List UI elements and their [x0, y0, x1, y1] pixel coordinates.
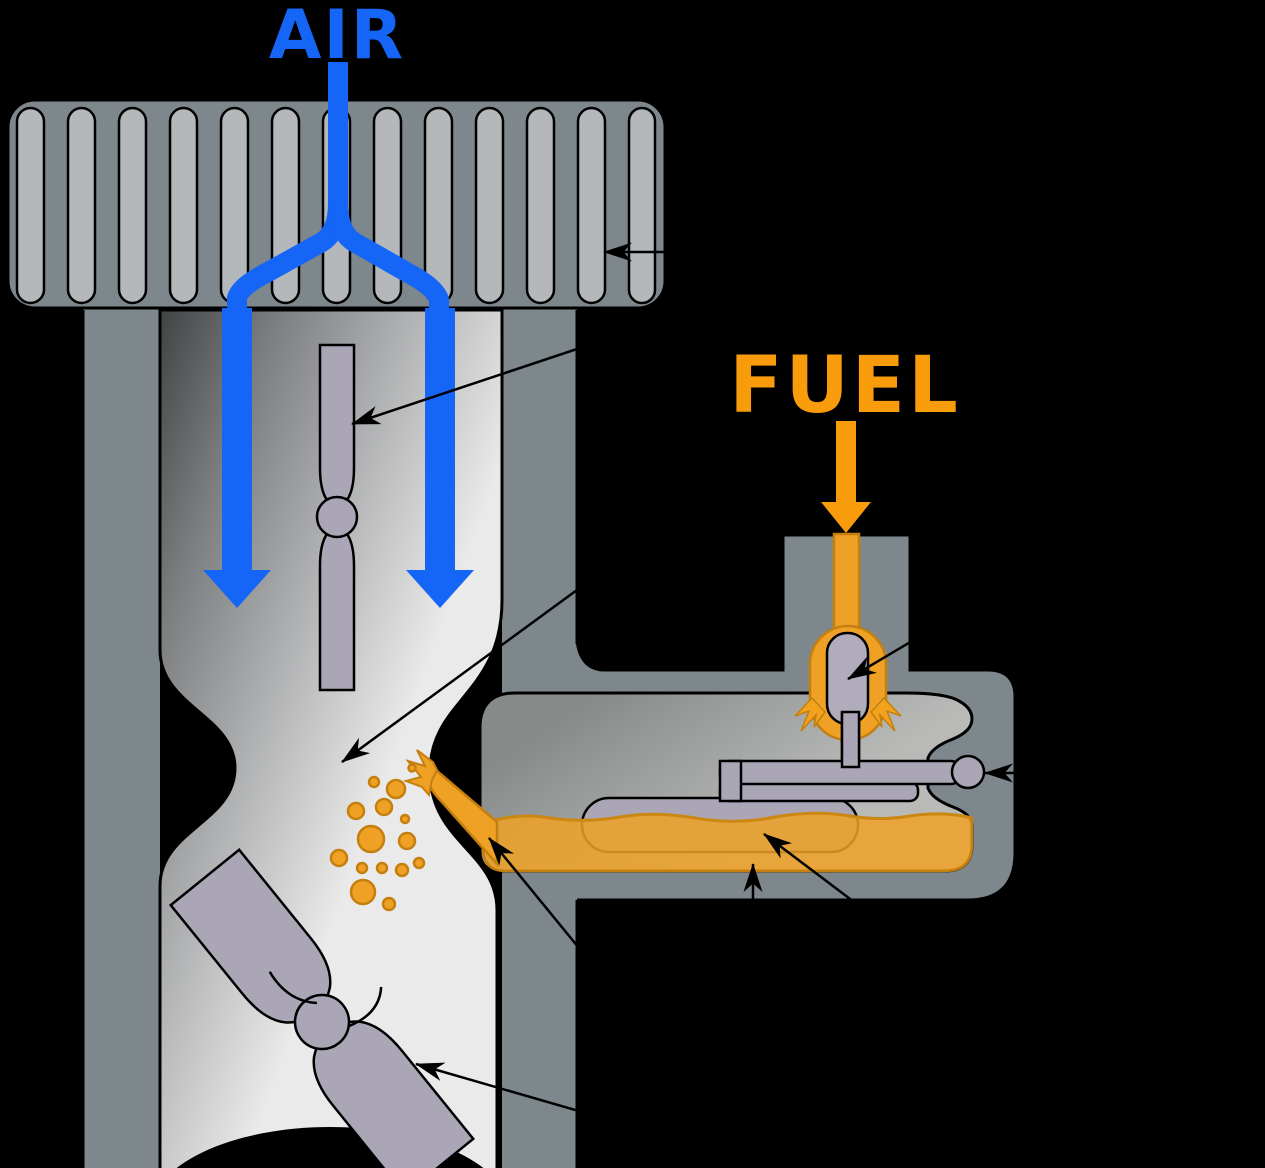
nozzle-splash — [402, 749, 439, 798]
pointer-needle-valve — [847, 575, 1021, 681]
air-arrow-right — [406, 308, 474, 608]
float-lever-upper — [718, 759, 962, 786]
pointer-nozzle — [488, 837, 701, 1097]
pointer-throttle-valve — [415, 1062, 781, 1168]
fuel-surface — [482, 811, 973, 826]
pointer-arrows — [341, 242, 1230, 1168]
fuel-splash-left — [794, 696, 826, 732]
fuel-inlet-channel — [832, 532, 861, 642]
intake-left-wall — [83, 308, 160, 1168]
needle-valve — [825, 631, 870, 726]
pointer-venturi — [341, 476, 731, 764]
lever-step — [718, 759, 743, 803]
pointer-fuel-level — [763, 833, 1001, 1013]
choke-valve — [315, 343, 359, 692]
air-flow — [203, 62, 474, 608]
fuel-nozzle — [329, 749, 499, 912]
fuel-label: FUEL — [729, 341, 961, 431]
throttle-valve — [168, 848, 476, 1168]
air-flow-branch-right — [328, 202, 449, 312]
fuel-splash-right — [870, 696, 902, 732]
pivot-ball — [950, 754, 986, 790]
air-label: AIR — [269, 0, 405, 75]
air-arrow-left — [203, 308, 271, 608]
pointer-choke-valve — [351, 306, 701, 426]
fuel-droplets — [329, 763, 426, 912]
needle-stem-lower — [840, 710, 861, 769]
fuel-arrow — [821, 421, 871, 533]
